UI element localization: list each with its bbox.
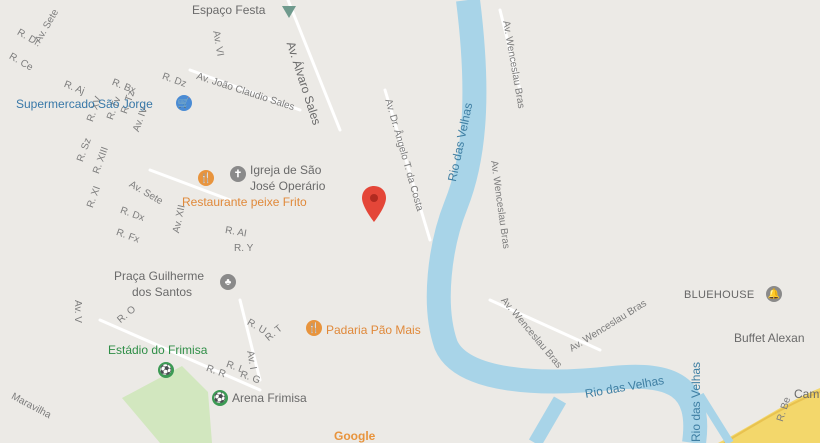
poi-label: Igreja de São	[250, 163, 322, 177]
poi-igreja[interactable]: Igreja de São	[250, 164, 321, 176]
poi-estadio[interactable]: Estádio do Frimisa	[108, 344, 207, 356]
poi-label: BLUEHOUSE	[684, 289, 755, 301]
poi-label: Buffet Alexan	[734, 331, 805, 345]
river-right-edge	[696, 392, 734, 443]
street-label: R. Y	[234, 243, 254, 254]
water-label: Rio das Velhas	[689, 361, 703, 442]
poi-label: Arena Frimisa	[232, 391, 307, 405]
poi-praca-line2: dos Santos	[132, 286, 192, 298]
park-area	[122, 366, 212, 443]
street-label: Av. I	[244, 349, 259, 371]
poi-label: Supermercado São Jorge	[16, 97, 153, 111]
poi-label: Praça Guilherme	[114, 269, 205, 283]
cart-icon[interactable]: 🛒	[176, 95, 192, 111]
poi-bluehouse[interactable]: BLUEHOUSE	[684, 290, 755, 301]
fork-knife-icon[interactable]: 🍴	[198, 170, 214, 186]
poi-label: dos Santos	[132, 285, 193, 299]
poi-padaria[interactable]: Padaria Pão Mais	[326, 324, 421, 336]
triangle-marker-icon	[282, 6, 296, 18]
highway-edge	[723, 391, 820, 443]
attribution-text: Google	[334, 429, 376, 443]
google-attribution: Google	[334, 430, 375, 442]
soccer-icon[interactable]: ⚽	[212, 390, 228, 406]
street-label: Av. V	[72, 300, 83, 323]
cross-icon[interactable]: ✝	[230, 166, 246, 182]
poi-cam[interactable]: Cam	[794, 388, 819, 400]
poi-restaurante[interactable]: Restaurante peixe Frito	[182, 196, 307, 208]
poi-espaco-festa[interactable]: Espaço Festa	[192, 4, 265, 16]
poi-label: Cam	[794, 387, 820, 401]
bell-icon[interactable]: 🔔	[766, 286, 782, 302]
poi-buffet[interactable]: Buffet Alexan	[734, 332, 805, 344]
street-network	[98, 0, 602, 392]
poi-label: Restaurante peixe Frito	[182, 195, 307, 209]
fork-knife-icon[interactable]: 🍴	[306, 320, 322, 336]
stadium-icon[interactable]: ⚽	[158, 362, 174, 378]
highway-road	[718, 388, 820, 443]
poi-label: Padaria Pão Mais	[326, 323, 421, 337]
poi-label: Espaço Festa	[192, 3, 266, 17]
river-rio-das-velhas	[426, 0, 708, 443]
poi-label: Estádio do Frimisa	[108, 343, 208, 357]
river-branch	[528, 396, 567, 443]
poi-praca[interactable]: Praça Guilherme	[114, 270, 204, 282]
poi-igreja-line2: José Operário	[250, 180, 325, 192]
tree-icon[interactable]: ♣	[220, 274, 236, 290]
poi-arena[interactable]: Arena Frimisa	[232, 392, 307, 404]
poi-supermercado[interactable]: Supermercado São Jorge	[16, 98, 153, 110]
pin-icon[interactable]	[362, 186, 386, 222]
poi-label: José Operário	[250, 179, 326, 193]
